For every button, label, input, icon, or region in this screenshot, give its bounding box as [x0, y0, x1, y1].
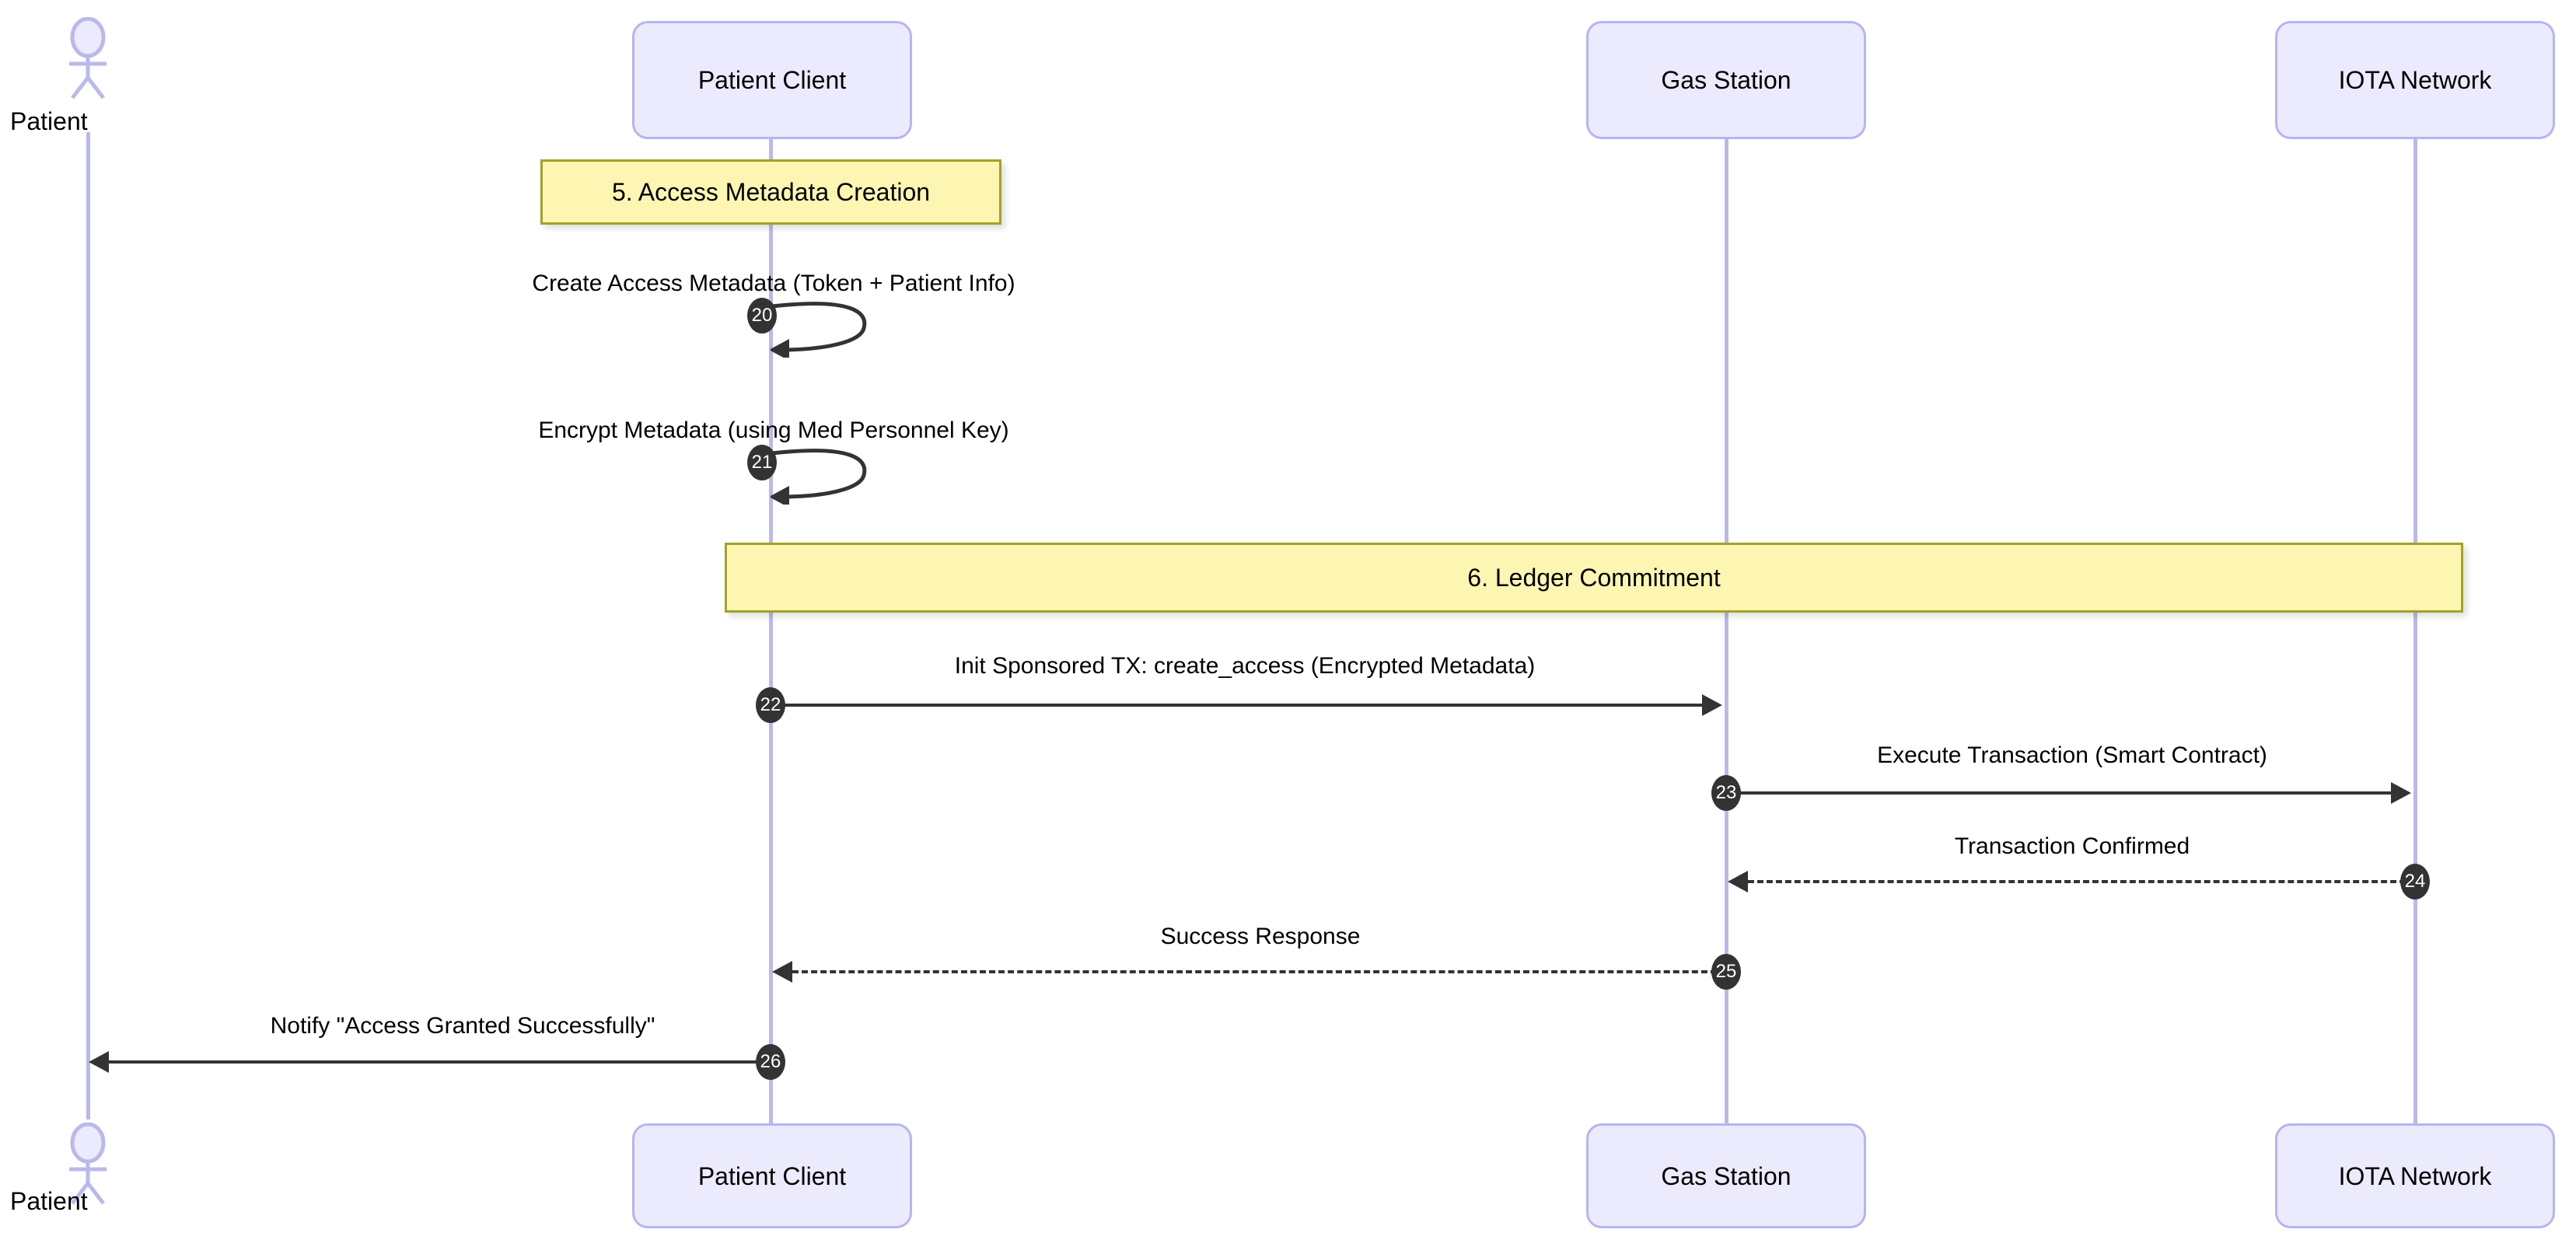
message-24-arrow-line [1748, 880, 2415, 883]
selfloop-path-icon [769, 449, 867, 508]
participant-gas-station-top[interactable]: Gas Station [1586, 21, 1866, 139]
lifeline-patient-client [769, 138, 773, 1124]
message-21-label: Encrypt Metadata (using Med Personnel Ke… [538, 417, 1009, 443]
message-20-label: Create Access Metadata (Token + Patient … [532, 271, 1015, 296]
message-21-selfloop-arrow [769, 449, 895, 508]
participant-patient-client-bottom[interactable]: Patient Client [632, 1123, 912, 1228]
actor-patient-top-label: Patient [10, 107, 88, 135]
participant-gas-station-top-label: Gas Station [1661, 66, 1791, 94]
message-25-label: Success Response [1160, 924, 1361, 949]
message-24-label: Transaction Confirmed [1954, 833, 2190, 859]
selfloop-path-icon [769, 302, 867, 361]
message-26-sequence-badge: 26 [756, 1044, 785, 1080]
message-26-arrow-line [109, 1060, 771, 1064]
message-25-arrow-line [792, 970, 1726, 973]
message-22-arrow-line [771, 704, 1702, 707]
note-ledger-commitment-label: 6. Ledger Commitment [1467, 563, 1721, 592]
message-21-sequence-badge: 21 [747, 445, 777, 480]
participant-gas-station-bottom-label: Gas Station [1661, 1161, 1791, 1190]
message-22-arrow-head [1702, 694, 1722, 716]
participant-iota-network-top[interactable]: IOTA Network [2275, 21, 2555, 139]
message-24-sequence-badge: 24 [2400, 864, 2430, 899]
message-26-arrow-head [89, 1051, 109, 1073]
actor-patient-bottom [57, 1122, 119, 1208]
participant-patient-client-bottom-label: Patient Client [697, 1161, 847, 1190]
actor-patient-top [57, 16, 119, 103]
participant-gas-station-bottom[interactable]: Gas Station [1586, 1123, 1866, 1228]
message-23-label: Execute Transaction (Smart Contract) [1877, 742, 2267, 768]
message-22-label: Init Sponsored TX: create_access (Encryp… [954, 653, 1536, 679]
message-20-sequence-badge: 20 [747, 298, 777, 334]
actor-stick-figure-icon [69, 1122, 107, 1205]
participant-iota-network-bottom-label: IOTA Network [2338, 1161, 2492, 1190]
message-26-label: Notify "Access Granted Successfully" [270, 1013, 655, 1039]
message-25-arrow-head [772, 961, 792, 983]
lifeline-patient [86, 132, 90, 1120]
participant-iota-network-bottom[interactable]: IOTA Network [2275, 1123, 2555, 1228]
participant-iota-network-top-label: IOTA Network [2338, 66, 2492, 94]
lifeline-iota-network [2413, 138, 2417, 1124]
actor-stick-figure-icon [69, 16, 107, 100]
note-access-metadata-creation-label: 5. Access Metadata Creation [611, 177, 931, 206]
lifeline-gas-station [1725, 138, 1728, 1124]
note-ledger-commitment: 6. Ledger Commitment [725, 543, 2463, 613]
participant-patient-client-top[interactable]: Patient Client [632, 21, 912, 139]
message-23-arrow-head [2391, 782, 2411, 804]
actor-patient-bottom-label: Patient [10, 1187, 88, 1215]
message-25-sequence-badge: 25 [1711, 954, 1741, 990]
message-22-sequence-badge: 22 [756, 687, 785, 723]
message-24-arrow-head [1728, 871, 1748, 892]
message-20-selfloop-arrow [769, 302, 895, 362]
participant-patient-client-top-label: Patient Client [697, 66, 847, 94]
message-23-sequence-badge: 23 [1711, 775, 1741, 811]
note-access-metadata-creation: 5. Access Metadata Creation [540, 159, 1001, 225]
message-23-arrow-line [1726, 791, 2391, 795]
